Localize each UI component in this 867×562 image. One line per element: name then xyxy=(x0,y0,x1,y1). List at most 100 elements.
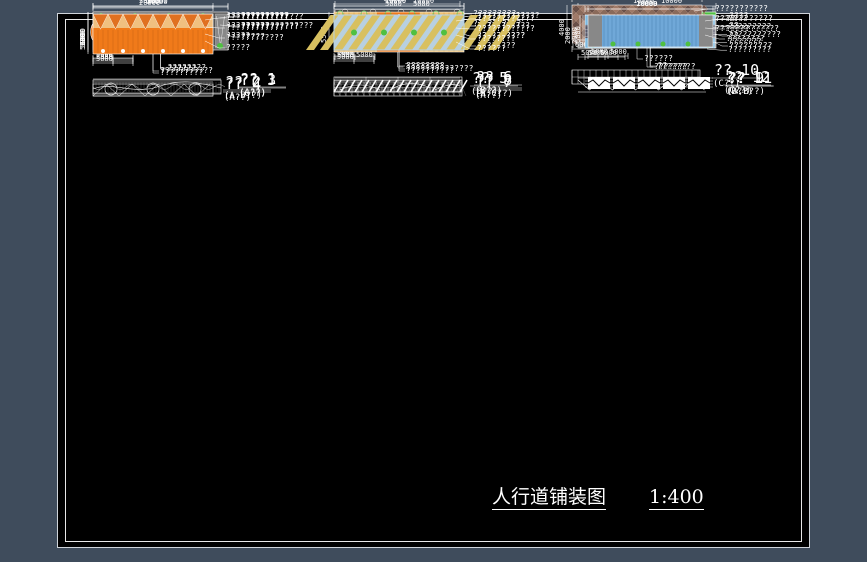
pavement-drawing-p6 xyxy=(328,3,522,92)
callout-label: ???????????? xyxy=(715,14,773,23)
pavement-drawing-p10 xyxy=(566,0,760,85)
dim-bottom: 5000 xyxy=(96,55,113,63)
callout-label-bottom: ???????? xyxy=(404,62,444,71)
section-profile xyxy=(92,83,214,97)
callout-label-bottom: ?????? xyxy=(167,64,197,73)
callout-label-bottom: ??????? xyxy=(654,62,688,71)
section-profile xyxy=(587,77,711,89)
callout-label: ????????????? xyxy=(226,13,289,22)
panel-number: ?? 8 xyxy=(476,71,513,89)
drawing-scale: 1:400 xyxy=(649,486,704,510)
drawing-title: 人行道铺装图 xyxy=(492,486,607,510)
panel-type: (C??) xyxy=(713,79,741,89)
dim-side: 5000 xyxy=(79,33,87,50)
callout-label: ??????????? xyxy=(728,29,781,39)
callout-label: ????? xyxy=(226,43,251,52)
callout-leader xyxy=(455,27,476,30)
pavement-panel-p2: 20000 5000 5000???????????????????????????… xyxy=(79,0,313,268)
panel-number: ?? 10 xyxy=(714,61,760,79)
section-profile xyxy=(333,79,468,93)
panel-number: ?? 1 xyxy=(240,70,277,88)
callout-label-bottom: ???????? xyxy=(167,63,207,72)
callout-label: ???????????? xyxy=(241,22,299,31)
callout-label-bottom: ???????? xyxy=(657,62,696,71)
pavement-drawing-p4 xyxy=(87,5,271,97)
drawing-sheet-frame xyxy=(57,13,810,548)
callout-label: ?????? xyxy=(477,44,506,53)
panel-number: ?? 4 xyxy=(225,75,262,93)
callout-label: ????????? xyxy=(226,21,270,30)
panel-type: (B??) xyxy=(471,87,499,97)
dim-bottom-2: 5000 xyxy=(610,48,627,56)
callout-label-bottom: ?? xyxy=(657,61,668,70)
panel-type: (A,B??) xyxy=(224,91,262,101)
callout-label: ????????? xyxy=(728,21,772,31)
dim-bottom: 5000 xyxy=(337,53,354,61)
dim-bottom: 5000 xyxy=(338,49,355,57)
dim-bottom-2: 5000 xyxy=(356,51,373,59)
panel-number: ?? 3 xyxy=(240,71,277,89)
pavement-swatch xyxy=(92,13,214,55)
dim-top-2: 10000 xyxy=(413,0,435,5)
pavement-panel-p10: 600060004000????????????????????????????… xyxy=(558,0,790,268)
callout-leader xyxy=(219,24,240,27)
dim-bottom: 5000 xyxy=(588,49,605,57)
callout-label: ????????????? xyxy=(226,11,289,20)
dim-bottom: 5000 xyxy=(337,51,354,59)
pavement-swatch xyxy=(587,14,714,48)
callout-label: ????? xyxy=(241,32,266,41)
panel-number: ?? 5 xyxy=(472,69,509,87)
dim-bottom: 5000 xyxy=(96,53,113,61)
pavement-panel-p6: 1500050005500???????????????????????????… xyxy=(318,0,548,268)
callout-leader xyxy=(455,18,476,22)
callout-label: ??????? xyxy=(715,24,749,33)
dim-top: 15000 xyxy=(385,0,407,5)
callout-label: ????????? xyxy=(729,41,773,50)
callout-label: ????????????? xyxy=(241,12,304,21)
callout-leader xyxy=(704,18,725,22)
callout-label-bottom: ????????? xyxy=(160,68,204,77)
dim-top: 20000 xyxy=(139,0,161,5)
callout-label: ?? xyxy=(729,21,739,30)
callout-label-bottom: ??????????? xyxy=(160,66,213,75)
dim-top: 20000 xyxy=(636,0,658,8)
callout-leader xyxy=(455,41,476,50)
dim-bottom: 6000 xyxy=(575,41,592,49)
panel-number: ?? 7 xyxy=(476,73,513,91)
panel-number: ?? 12 xyxy=(725,68,771,86)
pavement-drawing-p3 xyxy=(87,3,286,95)
callout-label-bottom: ?????????? xyxy=(406,66,455,75)
callout-leader xyxy=(204,40,225,49)
panel-type: (B??) xyxy=(726,87,754,97)
dim-bottom: 5000 xyxy=(591,48,608,56)
callout-label: ????????????? xyxy=(477,11,540,20)
panel-type: (A,C??) xyxy=(475,89,513,99)
dim-top: 30000 xyxy=(146,0,168,6)
callout-leader xyxy=(204,17,225,21)
callout-label: ???????????? xyxy=(226,23,284,32)
callout-label: ?????????? xyxy=(241,11,290,20)
dim-top: 30000 xyxy=(384,0,405,3)
callout-leader xyxy=(219,15,240,19)
callout-leader xyxy=(455,34,476,40)
callout-label: ????????? xyxy=(473,9,517,18)
callout-label: ???????? xyxy=(477,34,516,43)
callout-label: ??????????? xyxy=(715,4,768,13)
dim-top: 10000 xyxy=(385,0,407,5)
dim-top-2: 5000 xyxy=(413,0,430,8)
dim-side: 6000 xyxy=(574,26,582,43)
callout-label-bottom: ???????? xyxy=(406,61,445,70)
callout-label: ???? xyxy=(728,14,748,23)
pavement-drawing-p2 xyxy=(87,3,271,97)
panel-type: (A??) xyxy=(239,88,267,98)
panel-type: (A??) xyxy=(224,93,252,103)
panel-type: (A??) xyxy=(475,91,503,101)
callout-label: ??????????? xyxy=(477,21,530,30)
callout-label-bottom: ?????????????? xyxy=(406,64,474,73)
pavement-drawing-p11 xyxy=(579,6,773,88)
callout-label: ?? xyxy=(726,14,736,23)
